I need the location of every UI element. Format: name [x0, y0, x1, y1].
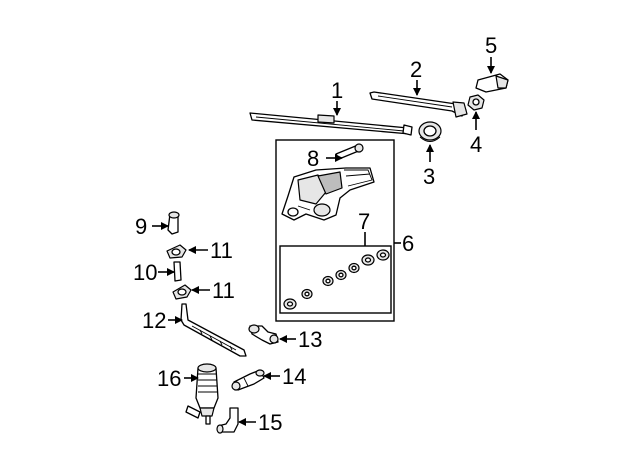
callout-12: 12 — [142, 308, 166, 333]
callout-11-upper: 11 — [210, 238, 233, 263]
hose-fitting-part — [248, 324, 279, 345]
callout-6: 6 — [402, 231, 414, 256]
callout-9: 9 — [135, 214, 147, 239]
callout-11-lower: 11 — [212, 278, 235, 303]
bolt-part — [335, 143, 364, 160]
clamp-upper-part — [166, 244, 187, 259]
callout-5: 5 — [485, 33, 497, 58]
clamp-lower-part — [172, 284, 192, 300]
nozzle-part — [167, 211, 180, 235]
wiper-arm-part — [369, 91, 468, 118]
callout-15: 15 — [258, 410, 282, 435]
callout-13: 13 — [298, 327, 322, 352]
callout-14: 14 — [282, 364, 306, 389]
leader-lines — [152, 57, 495, 426]
callout-4: 4 — [470, 132, 482, 157]
bushing-kit-parts — [283, 249, 390, 310]
elbow-connector-part — [216, 407, 239, 434]
washer-hose-part — [180, 303, 247, 357]
cap-part — [475, 73, 509, 93]
nut-part — [467, 94, 485, 111]
callout-labels: 1 2 3 4 5 6 7 8 9 10 11 11 12 13 14 15 1… — [133, 33, 497, 435]
callout-2: 2 — [410, 57, 422, 82]
callout-10: 10 — [133, 260, 157, 285]
callout-8: 8 — [307, 146, 319, 171]
callout-7: 7 — [358, 209, 370, 234]
check-valve-part — [231, 369, 265, 391]
callout-16: 16 — [157, 366, 181, 391]
callout-1: 1 — [331, 78, 343, 103]
callout-3: 3 — [423, 164, 435, 189]
wiper-motor-part — [281, 167, 375, 221]
grommet-part — [418, 121, 442, 142]
washer-pump-part — [185, 363, 219, 425]
hose-connector-part — [173, 261, 182, 282]
motor-assembly-box — [275, 139, 395, 322]
gasket-kit-box — [279, 245, 392, 314]
wiper-blade-part — [249, 112, 413, 136]
